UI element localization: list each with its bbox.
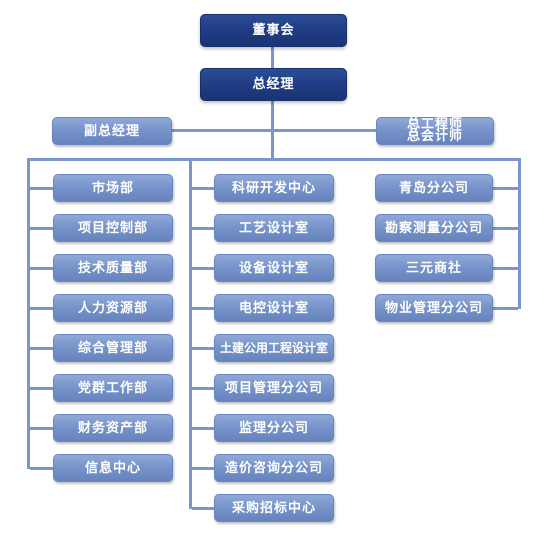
connector-stub bbox=[192, 267, 214, 270]
connector-stub bbox=[192, 227, 214, 230]
dept-box-label: 党群工作部 bbox=[77, 380, 148, 396]
dept-box: 技术质量部 bbox=[53, 254, 173, 282]
design-unit-box: 科研开发中心 bbox=[214, 174, 334, 202]
connector-board-gm bbox=[271, 46, 274, 68]
design-unit-box: 设备设计室 bbox=[214, 254, 334, 282]
dept-box: 人力资源部 bbox=[53, 294, 173, 322]
deputy-gm-label: 副总经理 bbox=[83, 123, 140, 139]
dept-box: 信息中心 bbox=[53, 454, 173, 482]
design-unit-box: 项目管理分公司 bbox=[214, 374, 334, 402]
general-manager-box: 总经理 bbox=[200, 68, 347, 101]
branch-box: 青岛分公司 bbox=[375, 174, 493, 202]
board-box: 董事会 bbox=[200, 14, 347, 47]
connector-stub bbox=[192, 387, 214, 390]
dept-box: 党群工作部 bbox=[53, 374, 173, 402]
connector-stub bbox=[192, 427, 214, 430]
dept-box: 财务资产部 bbox=[53, 414, 173, 442]
connector-col1-vertical bbox=[27, 158, 30, 469]
chief-engineer-accountant-box: 总工程师 总会计师 bbox=[376, 117, 494, 145]
connector-stub bbox=[192, 467, 214, 470]
design-unit-box-label: 项目管理分公司 bbox=[224, 380, 323, 396]
design-unit-box-label: 电控设计室 bbox=[238, 300, 309, 316]
connector-stub bbox=[192, 347, 214, 350]
connector-stub bbox=[493, 227, 518, 230]
connector-stub bbox=[30, 427, 53, 430]
chief-engineer-label: 总工程师 bbox=[406, 117, 463, 132]
branch-box: 三元商社 bbox=[375, 254, 493, 282]
dept-box-label: 财务资产部 bbox=[77, 420, 148, 436]
dept-box-label: 信息中心 bbox=[84, 460, 141, 476]
connector-col3-vertical bbox=[518, 158, 521, 309]
connector-stub bbox=[30, 227, 53, 230]
general-manager-label: 总经理 bbox=[252, 77, 295, 92]
dept-box: 综合管理部 bbox=[53, 334, 173, 362]
branch-box-label: 青岛分公司 bbox=[398, 180, 469, 196]
design-unit-box-label: 采购招标中心 bbox=[231, 500, 316, 516]
chief-accountant-label: 总会计师 bbox=[406, 129, 463, 144]
design-unit-box: 土建公用工程设计室 bbox=[214, 334, 334, 362]
branch-box: 勘察测量分公司 bbox=[375, 214, 493, 242]
connector-main-horizontal bbox=[27, 158, 521, 161]
dept-box: 项目控制部 bbox=[53, 214, 173, 242]
dept-box-label: 项目控制部 bbox=[77, 220, 148, 236]
connector-stub bbox=[192, 187, 214, 190]
design-unit-box: 电控设计室 bbox=[214, 294, 334, 322]
design-unit-box-label: 造价咨询分公司 bbox=[224, 460, 323, 476]
design-unit-box-label: 设备设计室 bbox=[238, 260, 309, 276]
design-unit-box: 采购招标中心 bbox=[214, 494, 334, 522]
connector-stub bbox=[493, 267, 518, 270]
branch-box-label: 勘察测量分公司 bbox=[384, 220, 483, 236]
design-unit-box-label: 工艺设计室 bbox=[238, 220, 309, 236]
connector-stub bbox=[192, 507, 214, 510]
branch-box: 物业管理分公司 bbox=[375, 294, 493, 322]
dept-box-label: 市场部 bbox=[91, 180, 134, 196]
design-unit-box: 造价咨询分公司 bbox=[214, 454, 334, 482]
connector-stub bbox=[30, 187, 53, 190]
connector-stub bbox=[493, 307, 518, 310]
dept-box-label: 人力资源部 bbox=[77, 300, 148, 316]
connector-col2-vertical bbox=[189, 158, 192, 509]
design-unit-box: 工艺设计室 bbox=[214, 214, 334, 242]
connector-deputy-branch bbox=[172, 129, 376, 132]
design-unit-box-label: 科研开发中心 bbox=[231, 180, 316, 196]
connector-stub bbox=[30, 467, 53, 470]
dept-box: 市场部 bbox=[53, 174, 173, 202]
design-unit-box-label: 土建公用工程设计室 bbox=[219, 340, 328, 355]
branch-box-label: 三元商社 bbox=[405, 260, 462, 276]
connector-stub bbox=[30, 267, 53, 270]
connector-stub bbox=[30, 347, 53, 350]
connector-stub bbox=[30, 387, 53, 390]
dept-box-label: 综合管理部 bbox=[77, 340, 148, 356]
design-unit-box-label: 监理分公司 bbox=[238, 420, 309, 436]
connector-stub bbox=[493, 187, 518, 190]
dept-box-label: 技术质量部 bbox=[77, 260, 148, 276]
connector-stub bbox=[30, 307, 53, 310]
branch-box-label: 物业管理分公司 bbox=[384, 300, 483, 316]
board-label: 董事会 bbox=[252, 23, 295, 38]
design-unit-box: 监理分公司 bbox=[214, 414, 334, 442]
connector-stub bbox=[192, 307, 214, 310]
deputy-gm-box: 副总经理 bbox=[52, 117, 172, 145]
